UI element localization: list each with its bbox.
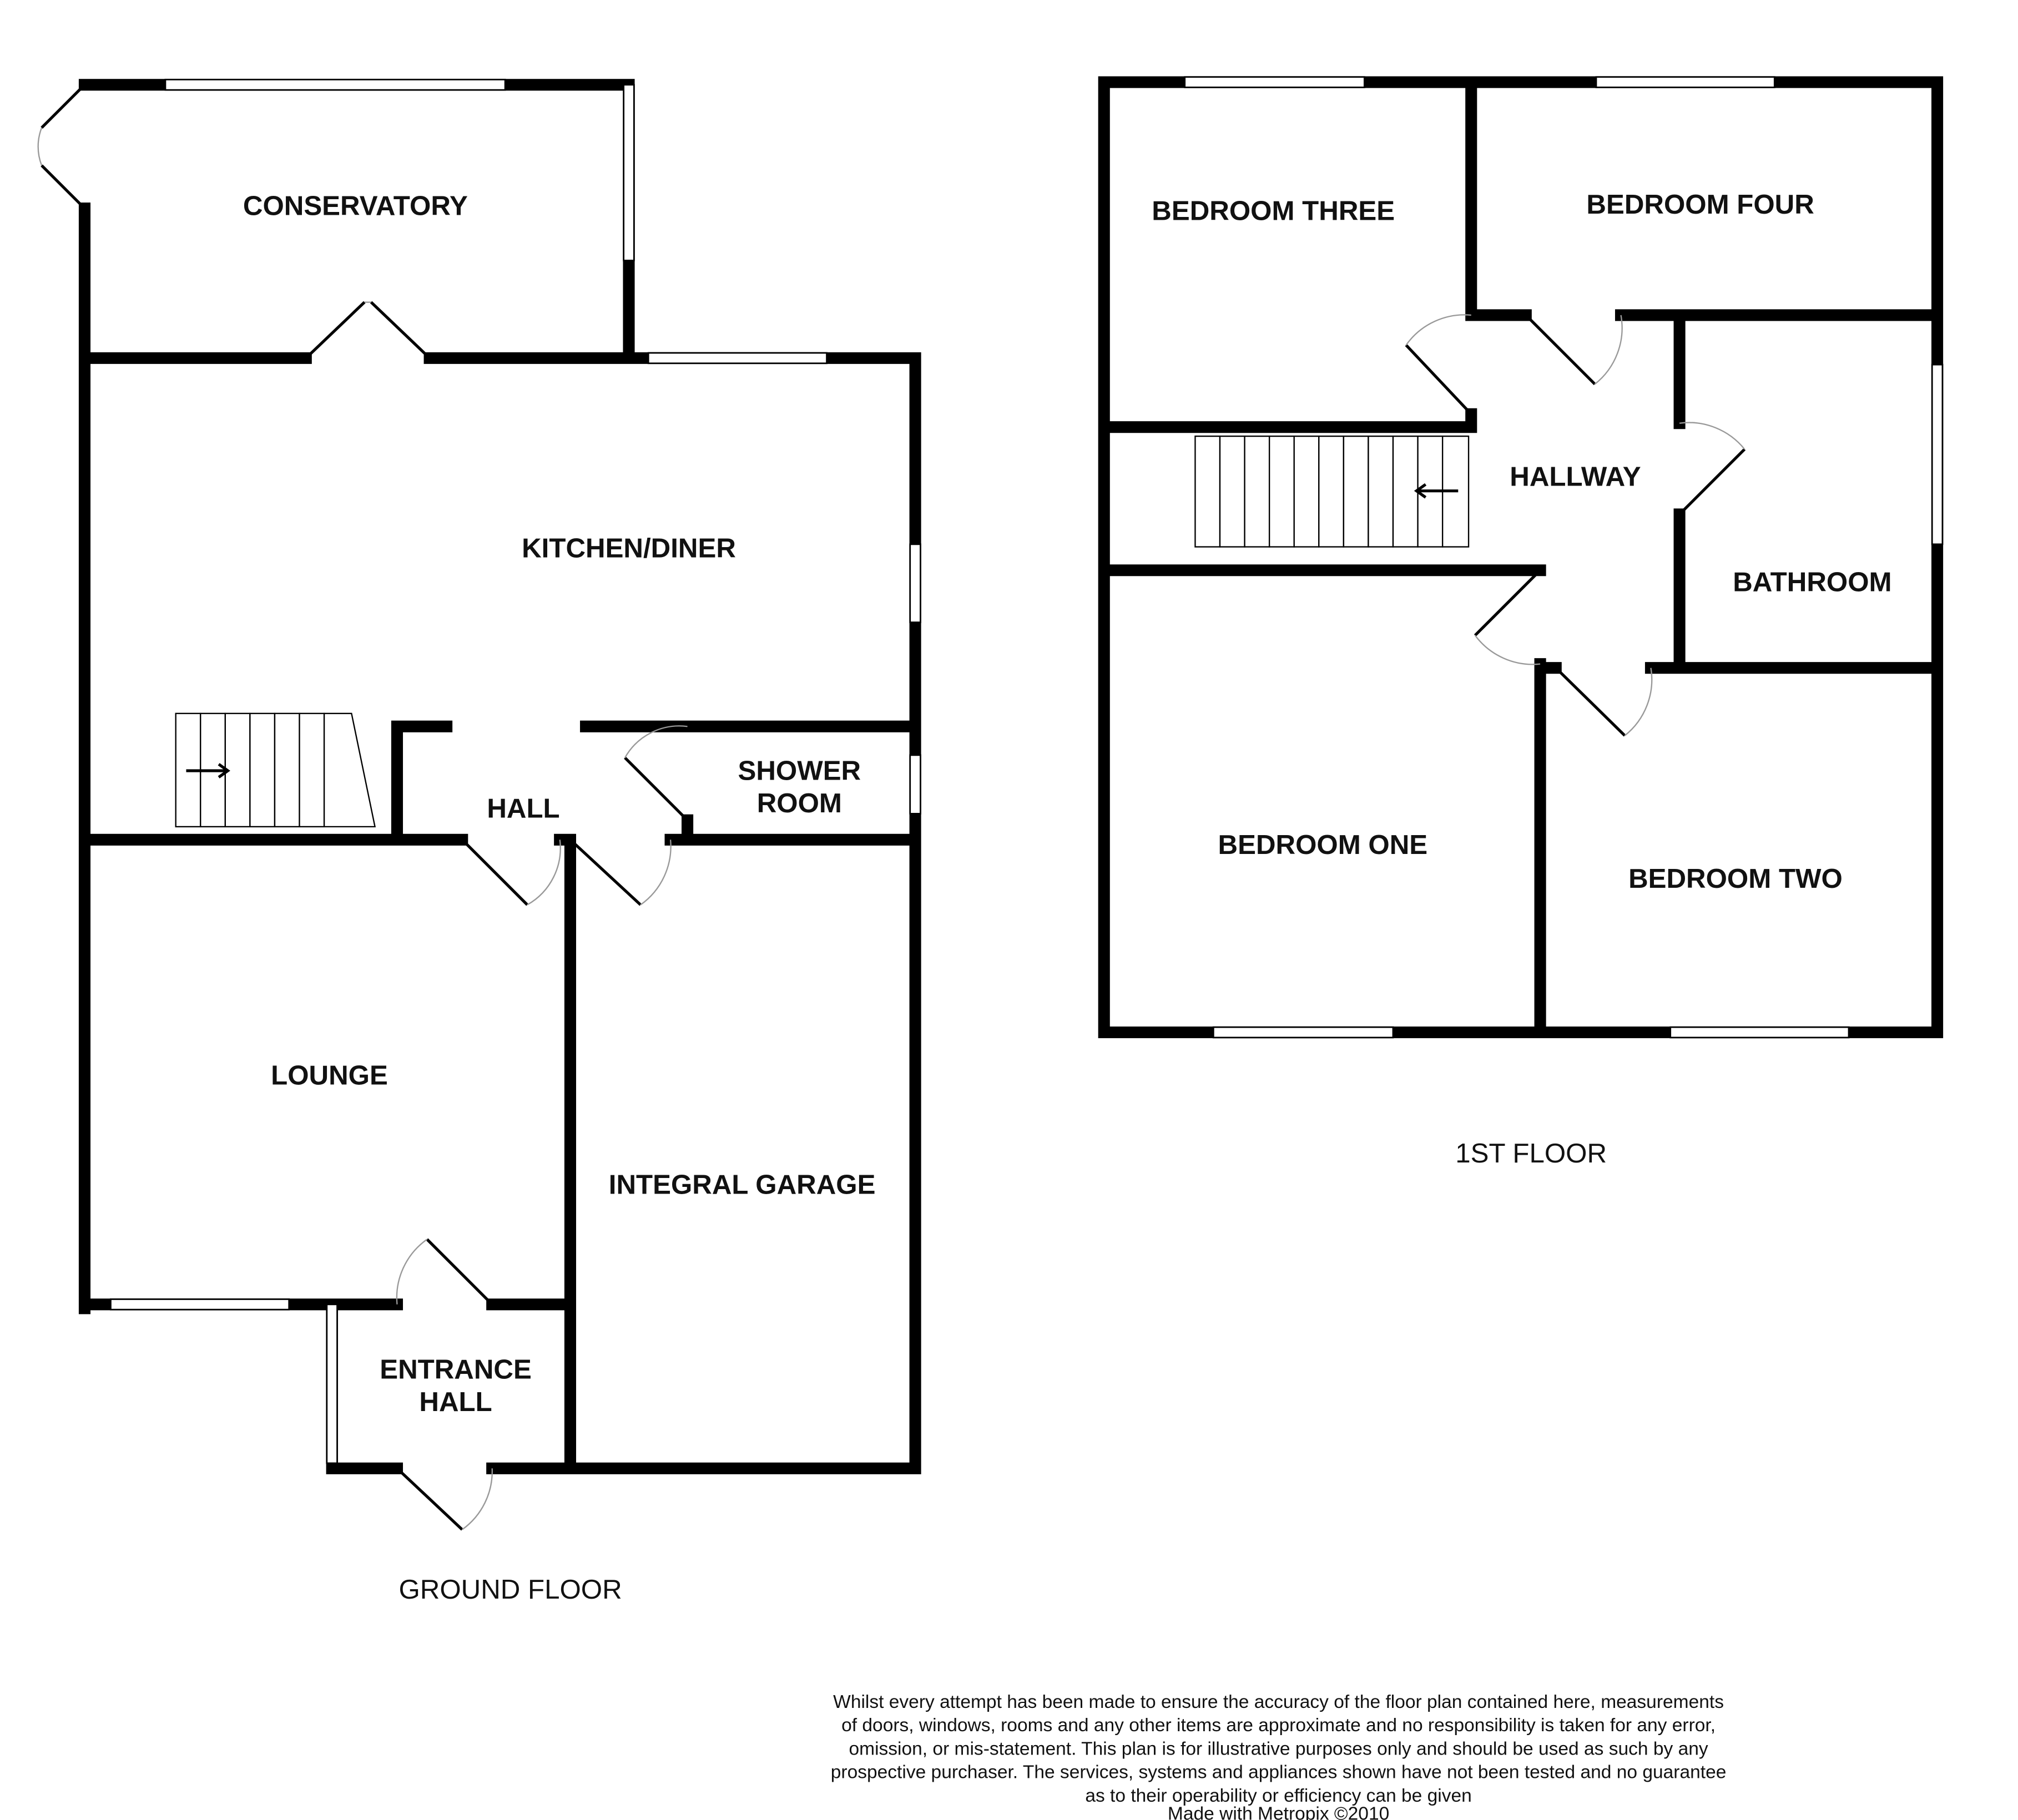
ground-floor-doors (37, 83, 689, 1531)
disclaimer: Whilst every attempt has been made to en… (831, 1692, 1727, 1820)
room-label-integral-garage: INTEGRAL GARAGE (609, 1169, 876, 1200)
room-label-bathroom: BATHROOM (1733, 567, 1891, 597)
disclaimer-line: of doors, windows, rooms and any other i… (841, 1715, 1716, 1736)
room-label-hallway: HALLWAY (1510, 461, 1641, 492)
room-label-bedroom-two: BEDROOM TWO (1628, 863, 1843, 894)
disclaimer-line: Whilst every attempt has been made to en… (833, 1692, 1724, 1712)
stair-arrow-icon (186, 763, 230, 778)
disclaimer-line: as to their operability or efficiency ca… (1085, 1786, 1471, 1806)
room-label-bedroom-one: BEDROOM ONE (1218, 830, 1428, 860)
disclaimer-line: omission, or mis-statement. This plan is… (849, 1738, 1708, 1759)
room-label-entrance-hall-line1: ENTRANCE (380, 1354, 532, 1384)
room-label-conservatory: CONSERVATORY (243, 190, 468, 221)
first-floor-stairs (1194, 435, 1470, 548)
room-label-entrance-hall-line2: HALL (419, 1387, 492, 1417)
room-label-shower-room-line2: ROOM (757, 788, 842, 818)
ground-floor-windows (109, 78, 921, 1464)
first-floor-title: 1ST FLOOR (1455, 1138, 1607, 1169)
first-floor-walls (1098, 76, 1944, 1039)
room-label-hall: HALL (487, 793, 559, 823)
disclaimer-line: prospective purchaser. The services, sys… (831, 1762, 1727, 1783)
ground-floor-stairs (175, 712, 376, 828)
room-label-shower-room-line1: SHOWER (738, 755, 861, 786)
room-label-lounge: LOUNGE (271, 1060, 388, 1090)
disclaimer-credit: Made with Metropix ©2010 (1168, 1804, 1389, 1820)
room-label-kitchen-diner: KITCHEN/DINER (522, 533, 736, 563)
ground-floor-title: GROUND FLOOR (398, 1574, 622, 1605)
stair-arrow-icon (1414, 483, 1459, 499)
room-label-bedroom-three: BEDROOM THREE (1152, 196, 1395, 226)
first-floor-doors (1405, 314, 1746, 737)
first-floor-windows (1184, 76, 1944, 1039)
room-label-bedroom-four: BEDROOM FOUR (1586, 189, 1814, 220)
